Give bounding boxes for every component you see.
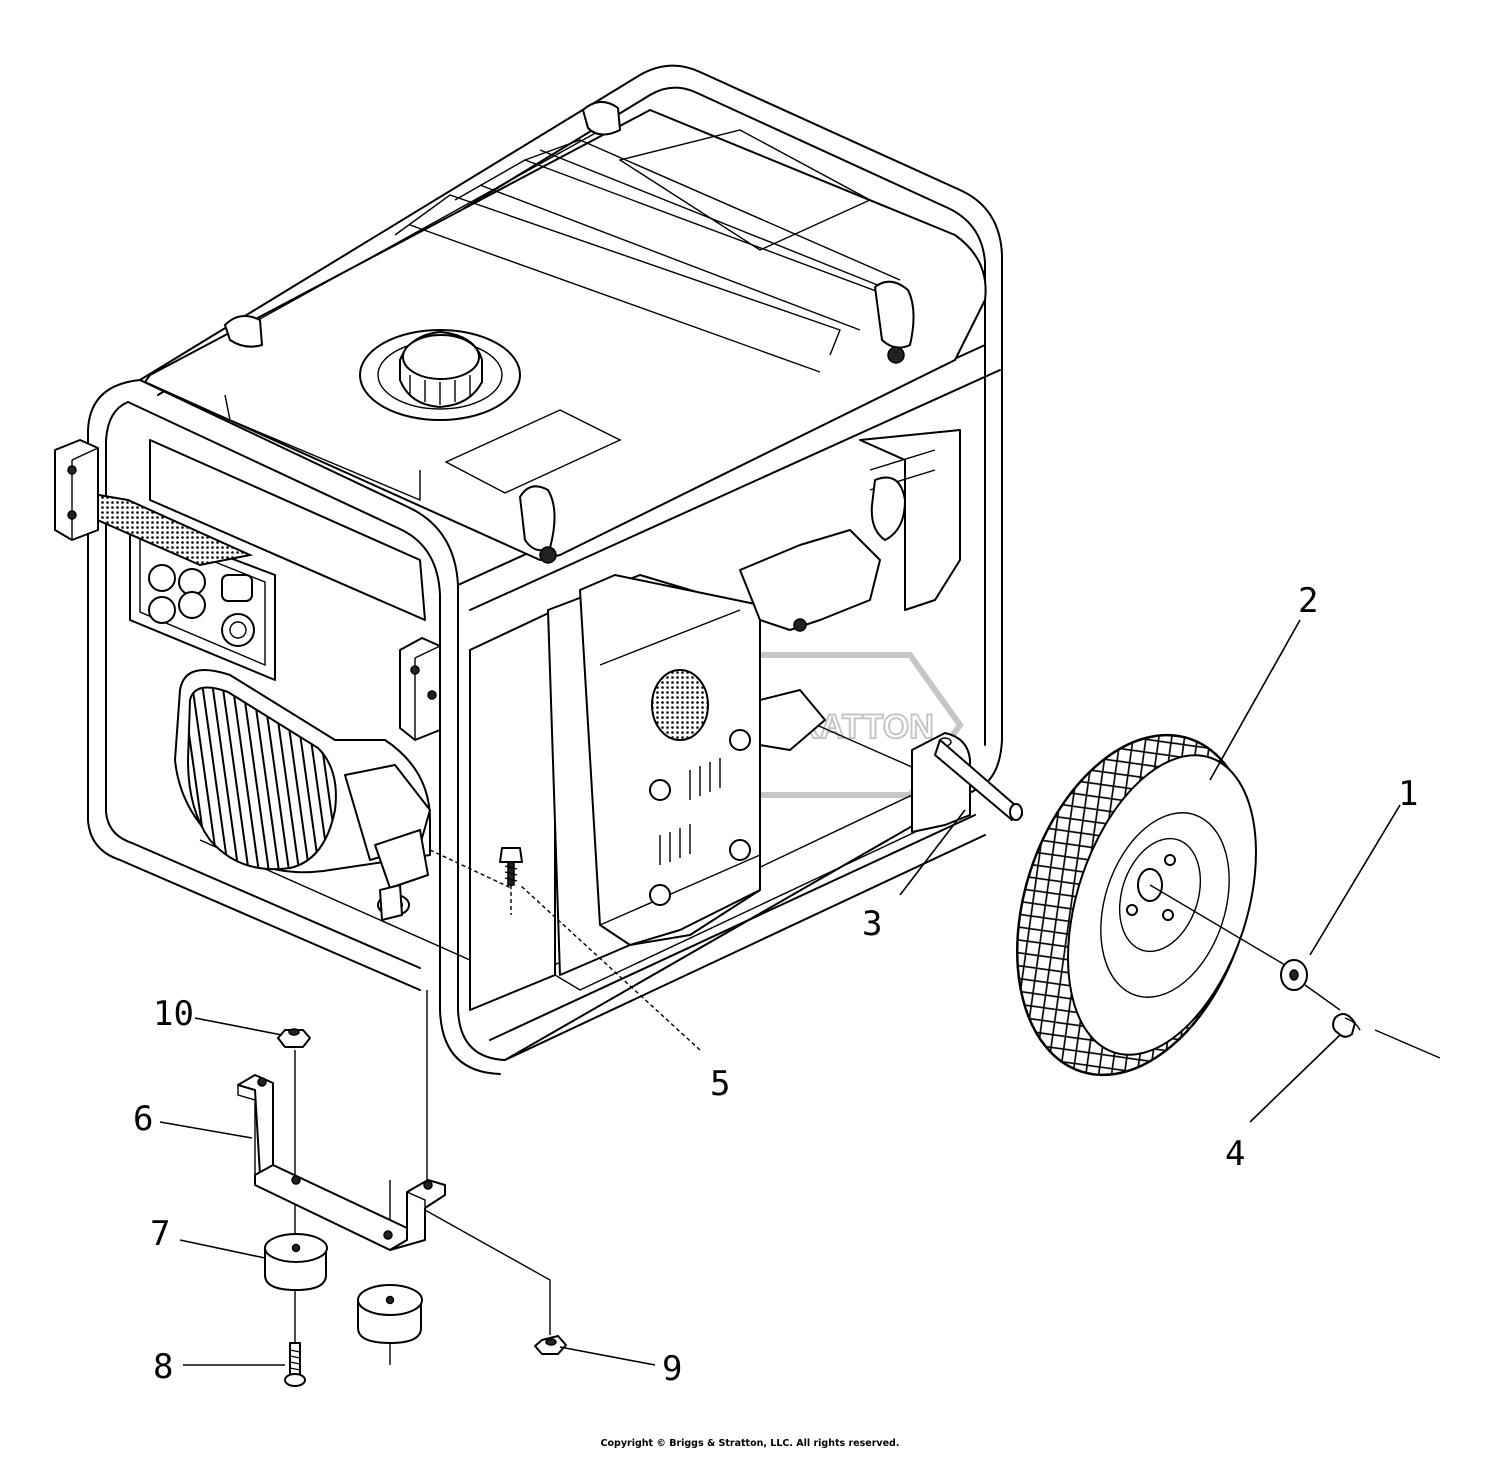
part-6-mount-bracket <box>237 1074 446 1251</box>
fuel-tank <box>144 101 987 564</box>
part-5-bolt <box>429 847 523 915</box>
callout-1: 1 <box>1398 774 1418 814</box>
engine <box>469 429 961 1011</box>
part-3-axle-bracket <box>911 732 1023 833</box>
control-panel <box>69 439 426 681</box>
callout-8: 8 <box>153 1347 173 1387</box>
part-2-wheel <box>1015 733 1257 1077</box>
leader-lines <box>159 619 1401 1366</box>
part-7-isolator <box>264 1233 328 1291</box>
engine-mount-base <box>377 824 931 991</box>
part-10-nut <box>277 1028 311 1048</box>
frame-bracket-left <box>54 439 441 741</box>
callout-9: 9 <box>662 1349 682 1389</box>
callout-5: 5 <box>710 1064 730 1104</box>
part-4-clip <box>1332 1013 1361 1038</box>
callout-2: 2 <box>1298 581 1318 621</box>
copyright-notice: Copyright © Briggs & Stratton, LLC. All … <box>600 1438 900 1449</box>
part-7b-isolator <box>357 1284 423 1344</box>
callout-10: 10 <box>153 994 194 1034</box>
alternator <box>174 669 431 916</box>
part-1-washer <box>1280 959 1308 991</box>
callout-6: 6 <box>133 1099 153 1139</box>
part-9-nut <box>424 1209 567 1355</box>
callout-7: 7 <box>150 1214 170 1254</box>
callout-4: 4 <box>1225 1134 1245 1174</box>
axle-centerline <box>1149 884 1441 1059</box>
part-8-bolt <box>284 1342 306 1387</box>
fuel-cap <box>359 329 521 421</box>
callout-3: 3 <box>862 904 882 944</box>
